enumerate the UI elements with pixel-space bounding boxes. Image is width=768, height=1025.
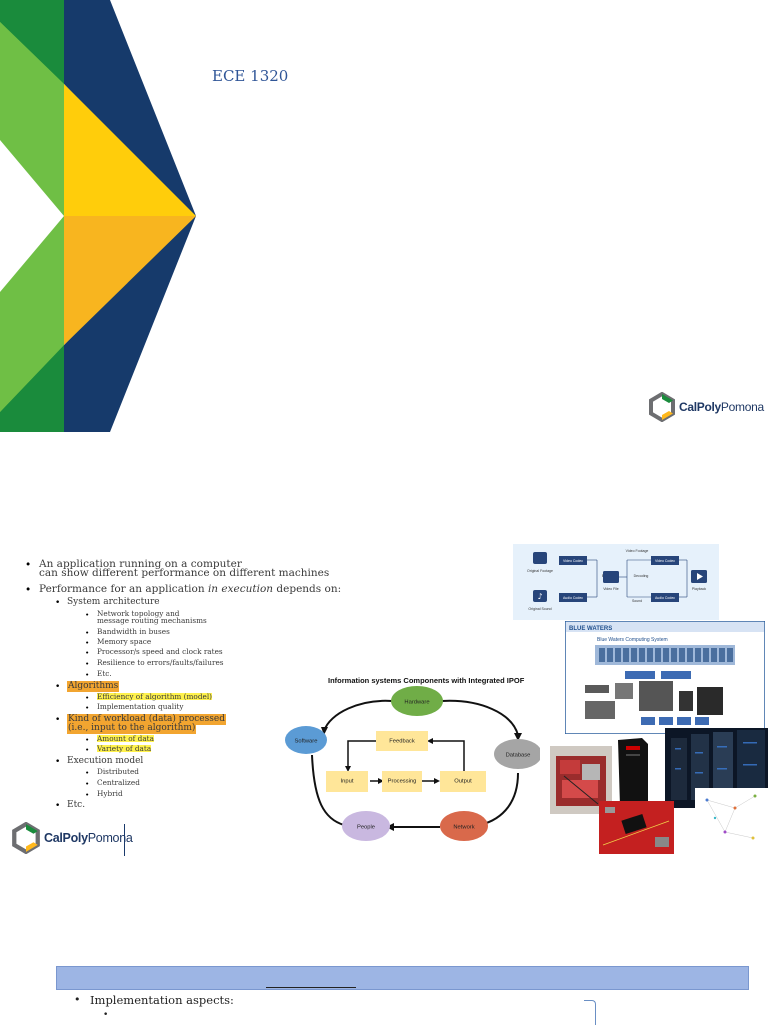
network-graph-image: [695, 788, 768, 848]
sub-bullet-highlighted: (i.e., input to the algorithm): [67, 723, 197, 734]
sub-sub-bullet-highlighted: Amount of data: [97, 734, 154, 743]
ipof-diagram: Information systems Components with Inte…: [285, 676, 540, 841]
sub-sub-bullet: Implementation quality: [97, 702, 184, 711]
calpoly-logo: CalPolyPomona: [647, 392, 764, 422]
slide-title: ECE 1320: [212, 67, 289, 85]
sub-bullet-highlighted: Kind of workload (data) processed: [67, 714, 226, 725]
box-input-label: Input: [341, 779, 354, 785]
box-output: [440, 771, 486, 792]
blue-waters-logo: BLUE WATERS: [569, 626, 612, 632]
label-video-file: Video File: [603, 587, 619, 591]
node-hardware: [391, 686, 443, 716]
node-network: [440, 811, 488, 841]
sub-bullet: Execution model: [67, 756, 144, 766]
bullet-dot: •: [74, 993, 81, 1006]
title-underline: [266, 987, 356, 988]
arduino-board-image: [599, 801, 674, 854]
label-original-footage: Original Footage: [527, 569, 553, 573]
svg-text:♪: ♪: [537, 592, 542, 601]
camera-icon: [533, 552, 547, 564]
sub-sub-bullet: Hybrid: [97, 789, 123, 798]
node-software-label: Software: [295, 739, 318, 745]
bullet-dot: •: [25, 584, 32, 596]
sub-sub-bullet: Memory space: [97, 637, 152, 646]
sub-sub-bullet: Processor/s speed and clock rates: [97, 647, 223, 656]
label-sound: Sound: [632, 599, 642, 603]
logo-text-calpoly: CalPoly: [44, 831, 88, 845]
media-flow-image: ♪ Original Footage Original Sound Video …: [513, 544, 719, 620]
blue-waters-title: Blue Waters Computing System: [597, 637, 668, 643]
node-people: [342, 811, 390, 841]
label-original-sound: Original Sound: [528, 607, 551, 611]
bullet-text: Implementation aspects:: [90, 993, 234, 1007]
sub-sub-bullet-highlighted: Variety of data: [97, 744, 152, 753]
bullet-dot: •: [25, 559, 32, 571]
label-video-footage: Video Footage: [626, 549, 649, 553]
music-icon: [533, 590, 547, 602]
node-hardware-label: Hardware: [404, 700, 429, 706]
calpoly-logo: CalPolyPomona: [10, 822, 133, 854]
calpoly-logo-icon: [12, 822, 40, 854]
box-processing: [382, 771, 422, 792]
box-input: [326, 771, 368, 792]
calpoly-logo-icon: [649, 392, 675, 422]
bullet-text: can show different performance on differ…: [39, 567, 330, 579]
chevron-graphic: [0, 0, 196, 432]
box-output-label: Output: [454, 779, 472, 785]
node-database: [494, 739, 540, 769]
logo-text-calpoly: CalPoly: [679, 400, 721, 414]
node-network-label: Network: [453, 825, 474, 831]
sub-sub-bullet: Centralized: [97, 778, 140, 787]
sub-sub-bullet: Network topology and: [97, 609, 180, 618]
sub-sub-bullet: message routing mechanisms: [97, 616, 207, 625]
label-audio-codec-2: Audio Codec: [655, 596, 675, 600]
sub-sub-bullet: Distributed: [97, 767, 139, 776]
sub-sub-bullet-highlighted: Efficiency of algorithm (model): [97, 692, 212, 701]
label-decoding: Decoding: [634, 574, 649, 578]
bullet-text: Performance for an application in execut…: [39, 583, 342, 595]
content-slide: • An application running on a computer c…: [0, 533, 768, 859]
supercomputer-image: BLUE WATERS Blue Waters Computing System: [565, 621, 765, 734]
bullet-text: An application running on a computer: [39, 558, 242, 570]
logo-divider: [124, 824, 125, 856]
diagram-title: Information systems Components with Inte…: [328, 676, 525, 685]
bracket-shape: [584, 1000, 596, 1025]
label-audio-codec: Audio Codec: [563, 596, 583, 600]
sub-bullet: System architecture: [67, 597, 160, 607]
sub-sub-bullet: Etc.: [97, 669, 112, 678]
sub-sub-bullet: Bandwidth in buses: [97, 627, 170, 636]
title-banner: [56, 966, 749, 990]
video-file-icon: [603, 571, 619, 583]
sub-sub-bullet: Resilience to errors/faults/failures: [97, 658, 224, 667]
sub-bullet: Etc.: [67, 800, 86, 810]
partial-slide: • Implementation aspects: •: [0, 938, 768, 1025]
node-software: [285, 726, 327, 754]
desktop-tower-image: [612, 736, 654, 808]
node-database-label: Database: [506, 753, 531, 759]
label-playback: Playback: [692, 587, 706, 591]
box-feedback: [376, 731, 428, 751]
sub-bullet-dot: •: [103, 1010, 109, 1020]
box-feedback-label: Feedback: [389, 739, 415, 745]
logo-text-pomona: Pomona: [87, 831, 133, 845]
box-processing-label: Processing: [388, 779, 417, 785]
logo-text-pomona: Pomona: [720, 400, 764, 414]
title-slide: ECE 1320 CalPolyPomona: [0, 0, 768, 432]
sub-bullet-highlighted: Algorithms: [67, 681, 120, 692]
label-video-codec: Video Codec: [563, 559, 583, 563]
node-people-label: People: [357, 825, 375, 831]
label-video-codec-2: Video Codec: [655, 559, 675, 563]
